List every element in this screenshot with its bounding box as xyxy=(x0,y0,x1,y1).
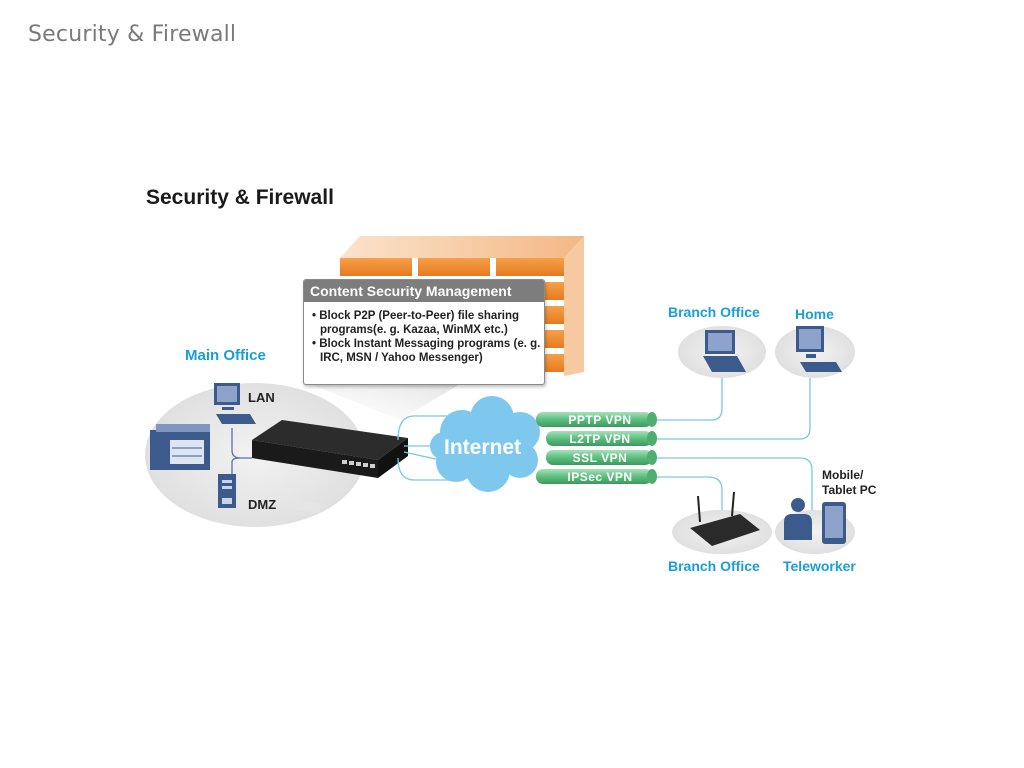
content-security-panel: Content Security Management • Block P2P … xyxy=(303,279,545,385)
server-icon xyxy=(150,424,210,470)
internet-label: Internet xyxy=(444,436,522,459)
content-security-heading: Content Security Management xyxy=(304,280,544,302)
vpn-label-l2tp: L2TP VPN xyxy=(569,432,631,446)
vpn-tunnels xyxy=(536,412,657,484)
vpn-tube-pptp xyxy=(536,412,657,427)
internet-cloud-icon xyxy=(430,396,540,492)
page-title: Security & Firewall xyxy=(28,22,237,47)
lan-label: LAN xyxy=(248,390,275,405)
teleworker-label: Teleworker xyxy=(783,558,856,574)
home-label: Home xyxy=(795,306,834,322)
home-pc-icon xyxy=(796,326,842,372)
branch-office-bottom-label: Branch Office xyxy=(668,558,760,574)
diagram-title: Security & Firewall xyxy=(146,186,334,209)
dmz-label: DMZ xyxy=(248,497,277,512)
branch-office-top-label: Branch Office xyxy=(668,304,760,320)
vpn-tube-ssl xyxy=(546,450,657,465)
csm-item-im: • Block Instant Messaging programs (e. g… xyxy=(312,338,541,364)
wireless-router-icon xyxy=(690,491,760,546)
tablet-icon xyxy=(822,502,846,544)
router-icon xyxy=(252,420,408,513)
vpn-tube-l2tp xyxy=(546,431,657,446)
teleworker-icon xyxy=(784,498,812,540)
dmz-server-icon xyxy=(218,474,236,508)
mobile-tablet-label: Mobile/ Tablet PC xyxy=(822,468,877,497)
lan-pc-icon xyxy=(214,383,256,424)
main-office-label: Main Office xyxy=(185,347,266,364)
vpn-label-ipsec: IPSec VPN xyxy=(567,470,633,484)
csm-item-p2p: • Block P2P (Peer-to-Peer) file sharing … xyxy=(312,310,520,336)
firewall-icon xyxy=(340,236,584,376)
vpn-label-pptp: PPTP VPN xyxy=(568,413,632,427)
laptop-icon xyxy=(703,330,746,372)
vpn-tube-ipsec xyxy=(536,469,657,484)
vpn-label-ssl: SSL VPN xyxy=(572,451,628,465)
